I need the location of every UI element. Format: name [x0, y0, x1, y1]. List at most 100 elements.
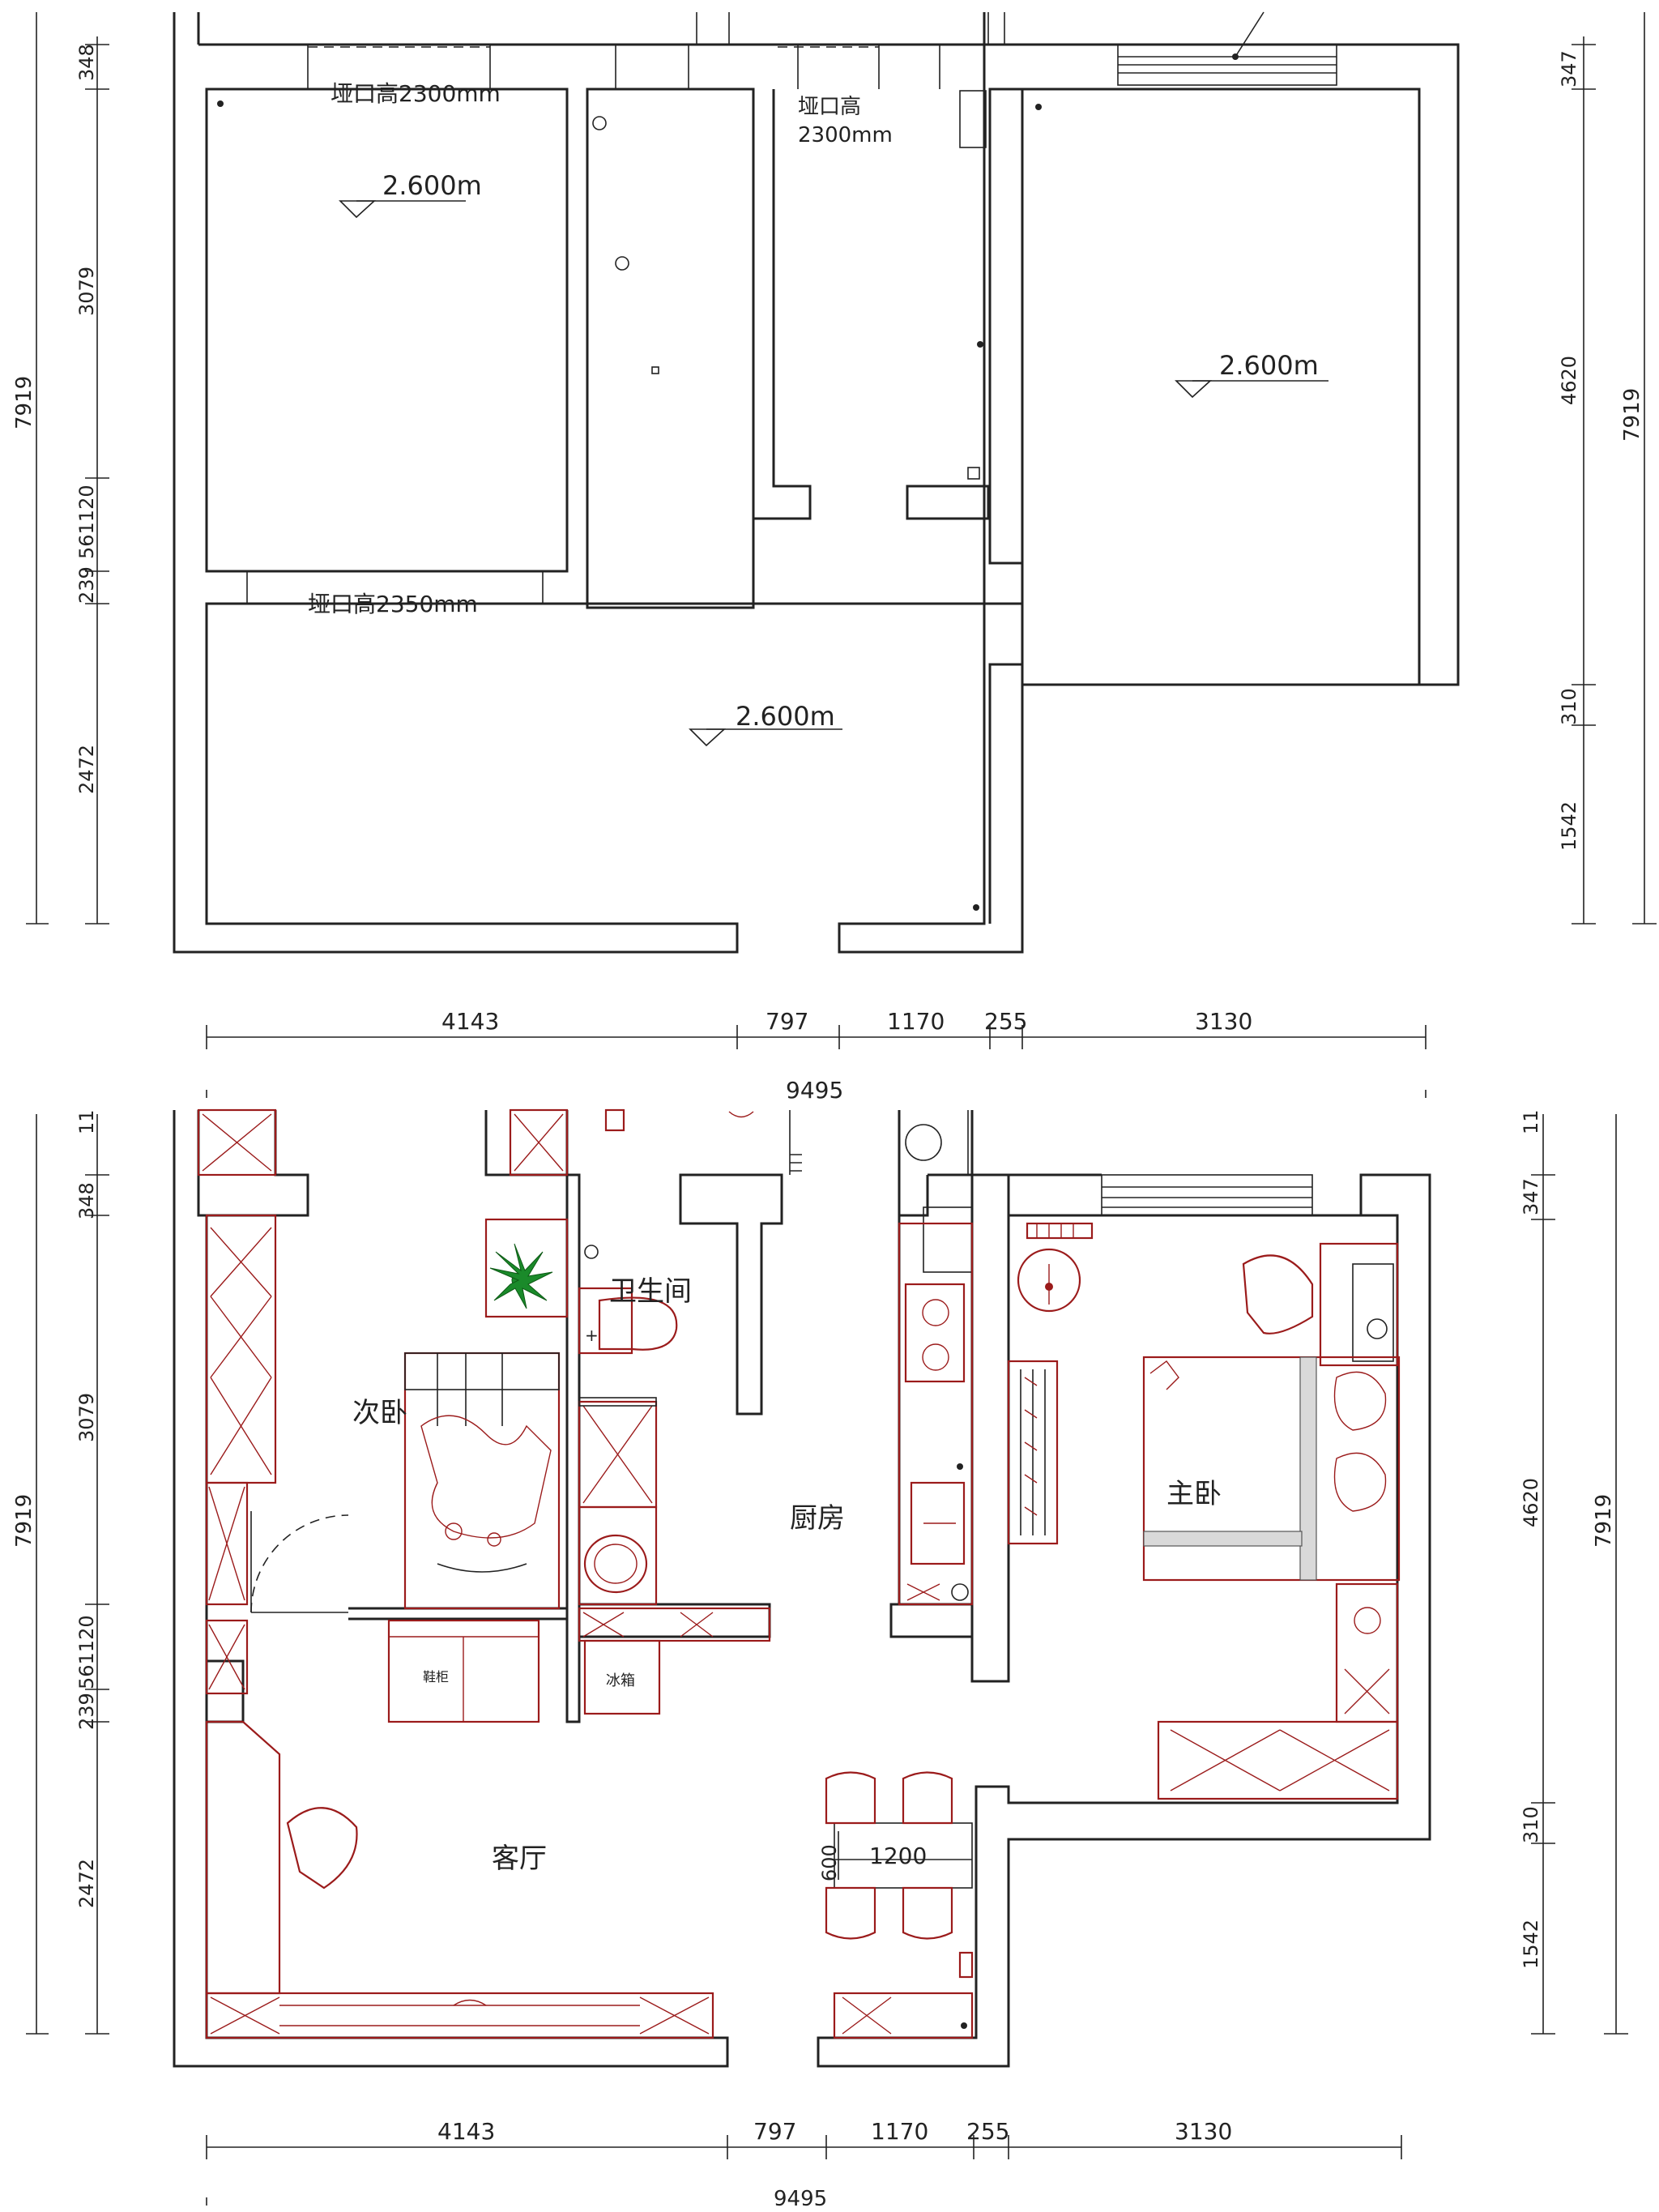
bottom-outer-wall	[173, 1110, 729, 2068]
top-toilet-round	[905, 1124, 942, 1161]
room-label-living-room: 客厅	[492, 1843, 547, 1875]
dining-table: 1200 600	[818, 1771, 973, 1940]
top-opening-label-2: 垭口高	[798, 95, 861, 119]
top-hall-column	[752, 89, 812, 520]
top-opening-label-1: 垭口高2300mm	[331, 80, 501, 107]
svg-text:11: 11	[1520, 1109, 1542, 1134]
top-room-left-outline	[205, 88, 569, 573]
top-right-dimensions: 347 4620 310 1542 7919	[1558, 12, 1657, 925]
room-label-bathroom: 卫生间	[609, 1275, 692, 1308]
svg-text:4143: 4143	[441, 1008, 499, 1035]
top-shaft	[959, 90, 987, 148]
svg-text:3130: 3130	[1195, 1008, 1252, 1035]
svg-text:7919: 7919	[12, 376, 36, 429]
svg-text:9495: 9495	[774, 2187, 827, 2211]
top-cabinet-2	[604, 1108, 625, 1132]
left-wardrobe	[197, 1108, 277, 1695]
bottom-bath-top-wall	[484, 1110, 569, 1176]
master-bedroom-furniture	[1007, 1222, 1401, 1800]
bottom-kitchen-bottom-wall	[889, 1603, 974, 1638]
svg-text:4620: 4620	[1520, 1478, 1542, 1527]
top-inner-right-wall	[988, 43, 1460, 924]
bottom-floor-plan: +	[12, 1108, 1628, 2211]
svg-text:2472: 2472	[75, 1859, 98, 1908]
kitchen-counter	[898, 1222, 974, 1606]
top-floor-plan: 垭口高2300mm 垭口高 2300mm 垭口高2350mm 2.600m 2.…	[12, 11, 1657, 1104]
bottom-kitchen-shaft	[923, 1206, 973, 1273]
svg-text:+: +	[585, 1326, 599, 1345]
svg-text:2.600m: 2.600m	[1219, 350, 1319, 381]
svg-text:3079: 3079	[75, 1393, 98, 1442]
svg-text:7919: 7919	[1620, 388, 1644, 442]
top-cabinet-1	[509, 1108, 569, 1176]
plant-icon	[489, 1243, 553, 1309]
room-label-kitchen: 厨房	[790, 1502, 845, 1535]
table-depth-label: 600	[818, 1844, 841, 1881]
svg-text:1542: 1542	[1520, 1919, 1542, 1969]
svg-text:4620: 4620	[1558, 356, 1580, 405]
svg-text:561120: 561120	[75, 1615, 98, 1689]
bottom-left-wall-inner	[205, 1215, 245, 1722]
top-bath-wall	[988, 88, 1024, 565]
svg-text:310: 310	[1558, 688, 1580, 725]
top-window-segments	[307, 11, 1337, 89]
svg-text:9495: 9495	[786, 1077, 843, 1104]
bottom-kitchen-column	[679, 1173, 783, 1416]
svg-text:2.600m: 2.600m	[736, 701, 835, 732]
top-hall-outline	[586, 88, 755, 609]
svg-text:11: 11	[75, 1109, 98, 1134]
room-label-second-bedroom: 次卧	[352, 1397, 407, 1429]
shoe-cabinet-label: 鞋柜	[423, 1669, 449, 1685]
level-marker-1: 2.600m	[339, 170, 482, 219]
bath-cabinet-bottom	[578, 1607, 771, 1642]
top-opening-label-3: 2300mm	[798, 123, 893, 147]
svg-text:561120: 561120	[75, 485, 98, 559]
top-horizontal-dimensions: 4143 797 1170 255 3130 9495	[206, 1008, 1427, 1104]
svg-text:7919: 7919	[1592, 1494, 1616, 1548]
svg-text:347: 347	[1558, 50, 1580, 88]
top-sink-arc	[728, 1111, 754, 1118]
svg-text:7919: 7919	[12, 1494, 36, 1548]
top-rail	[790, 1154, 802, 1172]
svg-text:2.600m: 2.600m	[382, 170, 482, 201]
svg-text:347: 347	[1520, 1178, 1542, 1215]
top-left-dimensions: 7919 348 3079 561120 239 2472	[12, 12, 109, 925]
svg-text:239: 239	[75, 1693, 98, 1730]
svg-text:255: 255	[966, 2118, 1009, 2145]
bottom-master-left-wall	[970, 1173, 1010, 1683]
svg-text:348: 348	[75, 1182, 98, 1219]
level-marker-3: 2.600m	[689, 701, 842, 747]
bottom-horizontal-dimensions: 4143 797 1170 255 3130 9495	[206, 2118, 1402, 2211]
svg-text:310: 310	[1520, 1806, 1542, 1843]
level-marker-2: 2.600m	[1175, 350, 1328, 399]
svg-text:3130: 3130	[1175, 2118, 1232, 2145]
svg-text:3079: 3079	[75, 267, 98, 316]
top-outer-wall	[173, 12, 1024, 954]
room-label-master-bedroom: 主卧	[1166, 1478, 1222, 1510]
living-room-furniture	[205, 1720, 974, 2039]
svg-text:4143: 4143	[437, 2118, 495, 2145]
svg-text:255: 255	[984, 1008, 1027, 1035]
top-opening-label-4: 垭口高2350mm	[308, 591, 478, 617]
table-width-label: 1200	[869, 1843, 927, 1869]
svg-text:797: 797	[766, 1008, 808, 1035]
svg-text:348: 348	[75, 44, 98, 81]
bottom-bath-left-wall	[565, 1173, 581, 1723]
svg-text:2472: 2472	[75, 745, 98, 794]
second-bedroom-bed	[403, 1352, 561, 1610]
bedroom-door-swing	[250, 1514, 349, 1613]
master-window	[1101, 1174, 1313, 1216]
svg-text:1542: 1542	[1558, 801, 1580, 851]
bottom-kitchen-right-top	[898, 1110, 929, 1217]
svg-text:1170: 1170	[887, 1008, 945, 1035]
svg-text:1170: 1170	[871, 2118, 928, 2145]
bottom-left-dimensions: 7919 11 348 3079 561120 239 2472	[12, 1109, 109, 2035]
top-bath-stub	[906, 485, 990, 520]
bottom-right-outer-wall	[817, 1173, 1431, 2068]
bathroom-fixtures: +	[484, 1218, 678, 1606]
top-room-right-outline	[1021, 88, 1421, 686]
bottom-left-column-wall	[197, 1110, 309, 1217]
fridge-label: 冰箱	[606, 1672, 635, 1689]
svg-text:797: 797	[753, 2118, 796, 2145]
